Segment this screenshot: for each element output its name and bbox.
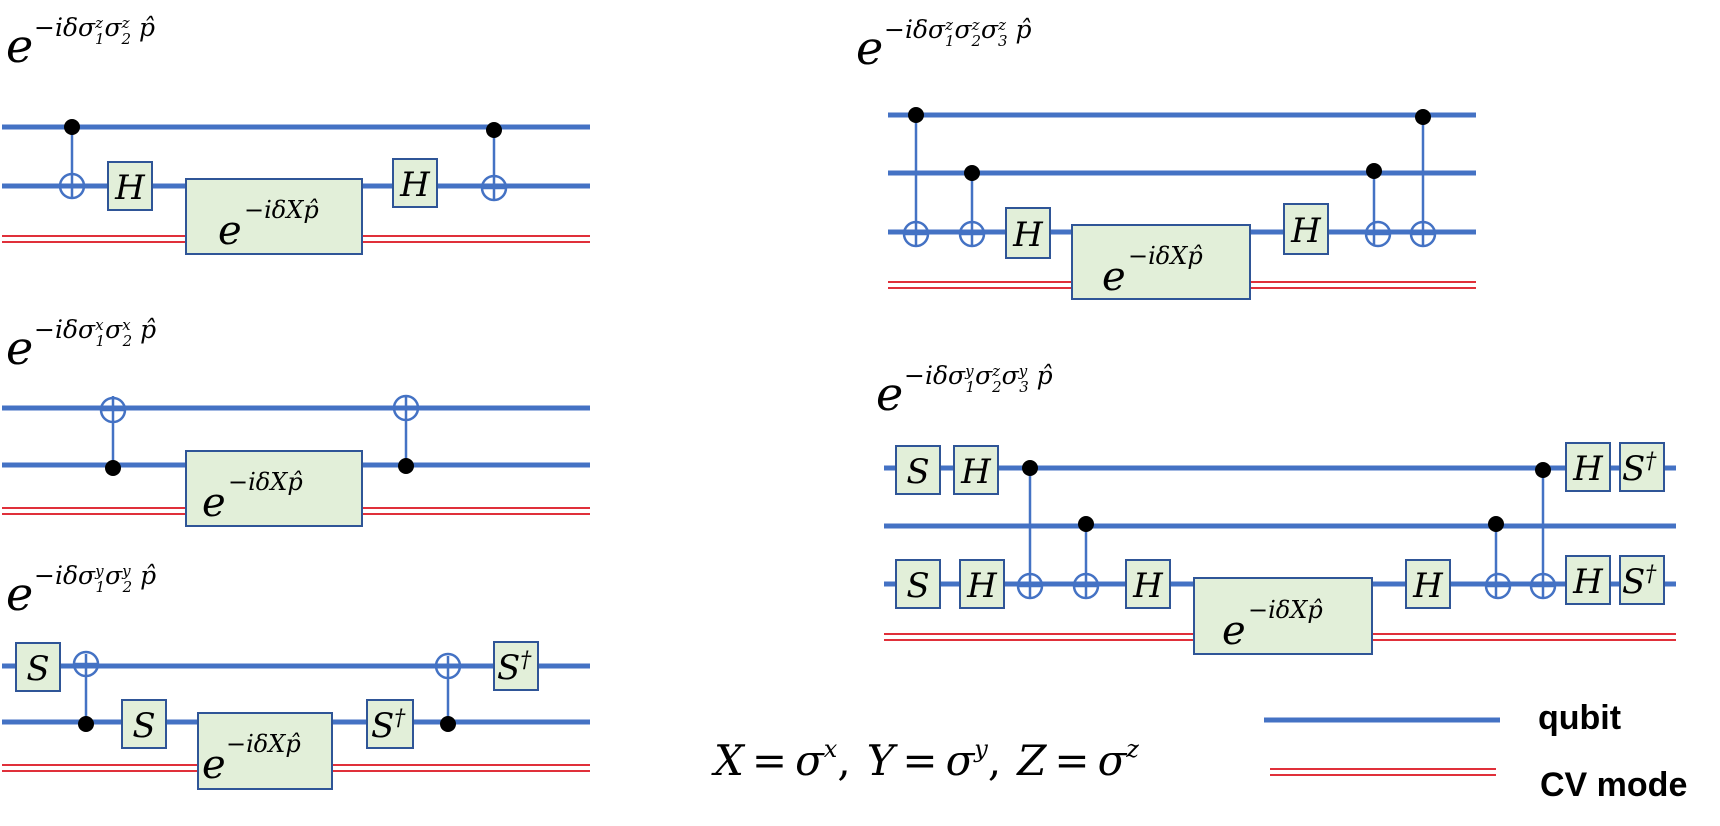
h-gate-label: H	[399, 165, 431, 205]
circuit-yy-label-base: e	[6, 567, 33, 621]
h-gate-label: H	[960, 452, 992, 492]
displacement-gate	[197, 712, 333, 790]
s-gate-label: S	[906, 566, 929, 606]
displacement-gate-base: e	[218, 208, 242, 254]
legend: qubit CV mode	[1264, 699, 1687, 804]
s-dagger-gate	[1619, 555, 1665, 605]
h-gate-label: H	[114, 168, 146, 208]
displacement-gate-base: e	[1222, 608, 1246, 654]
h-gate	[959, 559, 1005, 609]
s-gate	[895, 445, 941, 495]
h-gate-label: H	[966, 566, 998, 606]
control-dot	[1415, 109, 1431, 125]
control-dot	[1488, 516, 1504, 532]
control-dot	[1078, 516, 1094, 532]
displacement-gate-exp: −iδXp̂	[1128, 242, 1203, 270]
control-dot	[64, 119, 80, 135]
displacement-gate	[185, 450, 363, 527]
s-gate-label: S	[906, 452, 929, 492]
s-dagger-gate	[366, 699, 414, 749]
displacement-gate-base: e	[202, 742, 226, 788]
control-dot	[908, 107, 924, 123]
h-gate	[107, 161, 153, 211]
displacement-gate-base: e	[1102, 254, 1126, 300]
h-gate	[1005, 207, 1051, 259]
displacement-gate-exp: −iδXp̂	[244, 196, 319, 224]
circuit-xx-label-base: e	[6, 321, 33, 375]
legend-cv-label: CV mode	[1540, 766, 1687, 804]
h-gate	[1565, 442, 1611, 492]
control-dot	[105, 460, 121, 476]
control-dot	[1535, 462, 1551, 478]
h-gate-label: H	[1572, 562, 1604, 602]
circuit-yzy-label-base: e	[876, 367, 903, 421]
s-dagger-gate-label: S†	[371, 706, 406, 746]
s-gate	[121, 699, 167, 749]
h-gate-label: H	[1132, 566, 1164, 606]
s-gate	[895, 559, 941, 609]
legend-qubit-label: qubit	[1538, 699, 1621, 737]
s-gate-label: S	[26, 649, 49, 689]
control-dot	[398, 458, 414, 474]
control-dot	[1022, 460, 1038, 476]
s-gate	[15, 642, 61, 692]
circuit-zz-label-base: e	[6, 19, 33, 73]
displacement-gate-base: e	[202, 480, 226, 526]
h-gate	[1565, 555, 1611, 605]
displacement-gate	[1193, 577, 1373, 655]
h-gate-label: H	[1012, 215, 1044, 255]
displacement-gate-exp: −iδXp̂	[226, 730, 301, 758]
h-gate	[1405, 559, 1451, 609]
s-dagger-gate-label: S†	[1622, 562, 1657, 602]
displacement-gate	[185, 178, 363, 255]
h-gate	[392, 158, 438, 208]
s-dagger-gate-label: S†	[1622, 449, 1657, 489]
h-gate-label: H	[1412, 566, 1444, 606]
displacement-gate-exp: −iδXp̂	[228, 468, 303, 496]
circuit-zzz-label-base: e	[856, 21, 883, 75]
control-dot	[486, 122, 502, 138]
control-dot	[78, 716, 94, 732]
control-dot	[964, 165, 980, 181]
displacement-gate	[1071, 224, 1251, 300]
s-gate-label: S	[132, 706, 155, 746]
h-gate	[1283, 203, 1329, 255]
control-dot	[1366, 163, 1382, 179]
operator-definition: X=σx,Y=σy,Z=σz	[711, 735, 1139, 785]
s-dagger-gate	[493, 641, 539, 691]
definition-text: X=σx,Y=σy,Z=σz	[711, 735, 1139, 785]
h-gate	[1125, 559, 1171, 609]
s-dagger-gate-label: S†	[497, 648, 532, 688]
control-dot	[440, 716, 456, 732]
s-dagger-gate	[1619, 442, 1665, 492]
h-gate	[953, 445, 999, 495]
displacement-gate-exp: −iδXp̂	[1248, 596, 1323, 624]
h-gate-label: H	[1572, 449, 1604, 489]
h-gate-label: H	[1290, 211, 1322, 251]
